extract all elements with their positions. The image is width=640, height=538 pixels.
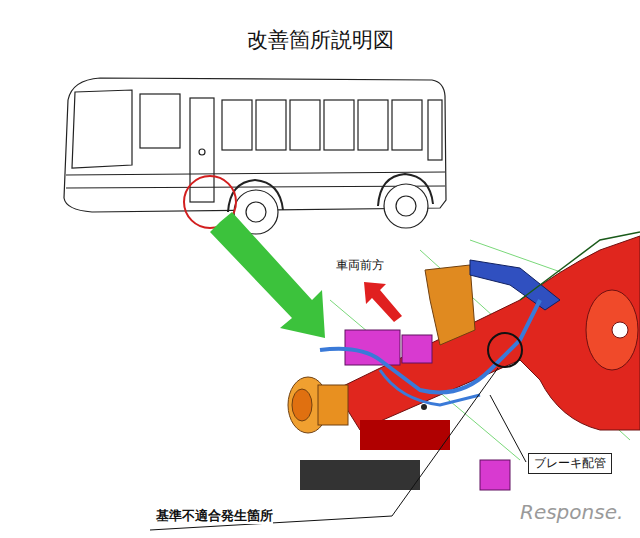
watermark: Response. bbox=[520, 500, 623, 524]
title: 改善箇所説明図 bbox=[247, 28, 394, 53]
leader-line bbox=[392, 368, 498, 516]
callout-label: 基準不適合発生箇所 bbox=[156, 508, 273, 524]
label-text: ブレーキ配管 bbox=[534, 456, 606, 470]
direction-label: 車両前方 bbox=[336, 258, 384, 272]
leader-line bbox=[490, 395, 526, 462]
axle-drawing bbox=[288, 232, 640, 490]
bus-drawing bbox=[64, 78, 446, 234]
label-box: ブレーキ配管 bbox=[528, 453, 612, 474]
direction-arrow bbox=[364, 282, 402, 322]
zoom-arrow bbox=[210, 212, 325, 338]
